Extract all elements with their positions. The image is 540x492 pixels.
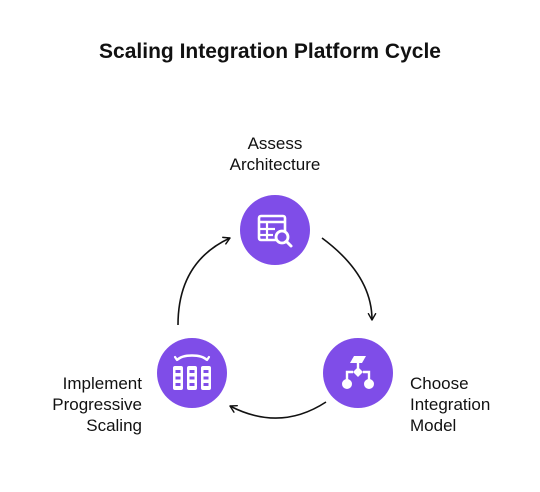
label-assess-architecture: Assess Architecture [195, 133, 355, 175]
arrow-assess-to-choose [321, 237, 377, 321]
label-line: Model [410, 416, 457, 435]
label-line: Progressive [52, 395, 142, 414]
label-line: Architecture [229, 155, 321, 174]
arrow-implement-to-assess [177, 236, 231, 326]
label-choose-integration-model: Choose Integration Model [410, 373, 530, 436]
arrow-choose-to-implement [229, 401, 327, 419]
label-line: Assess [247, 134, 303, 153]
label-line: Choose [410, 374, 469, 393]
node-implement-progressive-scaling [157, 338, 227, 408]
node-assess-architecture [240, 195, 310, 265]
node-choose-integration-model [323, 338, 393, 408]
label-line: Integration [410, 395, 491, 414]
label-line: Scaling [86, 416, 142, 435]
label-line: Implement [62, 374, 142, 393]
table-search-icon [257, 214, 293, 248]
scaling-servers-icon [173, 354, 211, 390]
label-implement-progressive-scaling: Implement Progressive Scaling [10, 373, 142, 436]
flowchart-icon [342, 356, 374, 389]
diagram-title: Scaling Integration Platform Cycle [99, 40, 441, 63]
